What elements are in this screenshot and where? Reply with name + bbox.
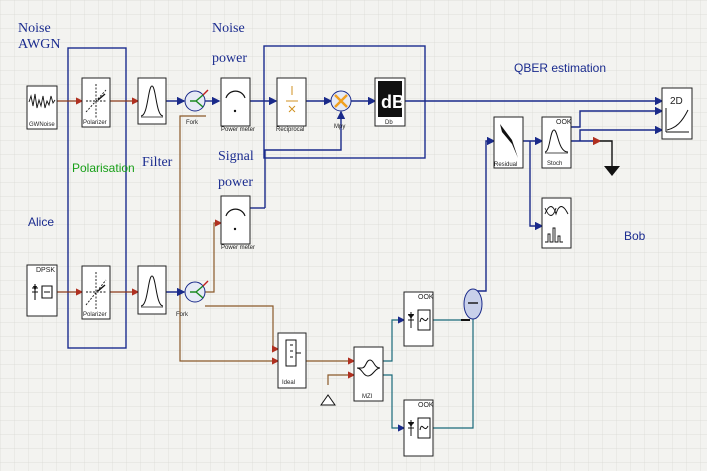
noise-power-label-2: power bbox=[212, 51, 247, 66]
ideal-caption: Ideal bbox=[282, 380, 295, 386]
ground-sink-icon bbox=[600, 140, 620, 176]
ook-bottom-caption: OOK bbox=[418, 402, 434, 409]
signal-power-label-2: power bbox=[218, 175, 253, 190]
reciprocal-block[interactable]: Reciprocal bbox=[276, 77, 307, 133]
mzi-block[interactable]: MZI bbox=[353, 346, 384, 402]
filter-label: Filter bbox=[142, 155, 173, 170]
plot-curve-icon bbox=[665, 108, 689, 133]
stoch-block[interactable]: OOK Stoch bbox=[541, 116, 572, 169]
power-meter-noise-block[interactable]: Power meter bbox=[220, 77, 255, 133]
residual-block[interactable]: Residual bbox=[493, 116, 524, 169]
ideal-block[interactable]: Ideal bbox=[277, 332, 307, 389]
polarisation-group bbox=[67, 47, 127, 349]
noise-calc-group bbox=[263, 45, 426, 159]
polarizer-bottom-caption: Polarizer bbox=[83, 312, 107, 318]
source-triangle-icon bbox=[320, 394, 336, 406]
power-meter-signal-block[interactable]: Power meter bbox=[220, 195, 255, 251]
fork-top-block[interactable]: Fork bbox=[184, 89, 209, 126]
qber-label: QBER estimation bbox=[514, 61, 606, 75]
filter-bottom-block[interactable] bbox=[137, 265, 167, 315]
ideal-coupler-icon bbox=[285, 339, 301, 367]
ook-stoch-caption: OOK bbox=[556, 119, 572, 126]
noise-waveform-icon bbox=[28, 93, 56, 109]
fork-bottom-block[interactable]: Fork bbox=[176, 280, 209, 318]
eye-pattern-icon bbox=[544, 206, 569, 216]
noise-awgn-label-1: Noise bbox=[18, 21, 51, 36]
histogram-icon bbox=[545, 227, 563, 243]
reciprocal-caption: Reciprocal bbox=[276, 127, 304, 133]
stochastic-icon bbox=[544, 129, 569, 153]
bandpass-icon-2 bbox=[140, 275, 164, 307]
polarizer-icon bbox=[85, 84, 107, 118]
eye-diagram-block[interactable] bbox=[541, 197, 572, 249]
ook-top-block[interactable]: OOK bbox=[403, 291, 434, 347]
polarisation-label: Polarisation bbox=[72, 161, 135, 175]
noise-power-label-1: Noise bbox=[212, 21, 245, 36]
dpsk-caption: DPSK bbox=[36, 267, 55, 274]
reciprocal-icon bbox=[286, 86, 298, 113]
meter-icon bbox=[225, 90, 246, 99]
polarizer-top-caption: Polarizer bbox=[83, 120, 107, 126]
gwnoise-caption: GWNoise bbox=[29, 122, 55, 128]
mzi-icon bbox=[356, 359, 381, 377]
bob-label: Bob bbox=[624, 229, 646, 243]
alice-label: Alice bbox=[28, 215, 54, 229]
db-caption: Db bbox=[385, 120, 393, 126]
meter-icon-2 bbox=[225, 208, 246, 217]
signal-power-label-1: Signal bbox=[218, 149, 254, 164]
fork-top-caption: Fork bbox=[186, 120, 199, 126]
fork-bottom-caption: Fork bbox=[176, 312, 189, 318]
power-meter-noise-caption: Power meter bbox=[221, 127, 255, 133]
gwnoise-block[interactable]: GWNoise bbox=[26, 85, 58, 130]
noise-awgn-label-2: AWGN bbox=[18, 37, 60, 52]
subtractor-block[interactable] bbox=[461, 288, 483, 321]
db-block[interactable]: dB Db bbox=[374, 77, 406, 127]
filter-top-block[interactable] bbox=[137, 77, 167, 125]
mpy-caption: Mpy bbox=[334, 124, 345, 130]
dpsk-block[interactable]: DPSK bbox=[26, 264, 58, 317]
polarizer-bottom-block[interactable]: Polarizer bbox=[81, 265, 111, 320]
residual-icon bbox=[500, 124, 518, 158]
ook-top-caption: OOK bbox=[418, 294, 434, 301]
wires bbox=[57, 96, 664, 432]
fork-icon-2 bbox=[190, 285, 204, 299]
polarizer-top-block[interactable]: Polarizer bbox=[81, 77, 111, 128]
fork-icon bbox=[190, 94, 204, 108]
ook-bottom-block[interactable]: OOK bbox=[403, 399, 434, 457]
db-icon-text: dB bbox=[381, 92, 405, 112]
multiply-icon bbox=[334, 94, 348, 108]
power-meter-signal-caption: Power meter bbox=[221, 245, 255, 251]
polarizer-icon-2 bbox=[85, 272, 107, 310]
plot-2d-block[interactable]: 2D bbox=[661, 87, 693, 140]
bandpass-icon bbox=[140, 85, 164, 117]
residual-caption: Residual bbox=[494, 162, 517, 168]
mzi-caption: MZI bbox=[362, 394, 373, 400]
stoch-caption: Stoch bbox=[547, 161, 562, 167]
mpy-block[interactable]: Mpy bbox=[330, 90, 352, 130]
plot-2d-caption: 2D bbox=[670, 96, 683, 107]
